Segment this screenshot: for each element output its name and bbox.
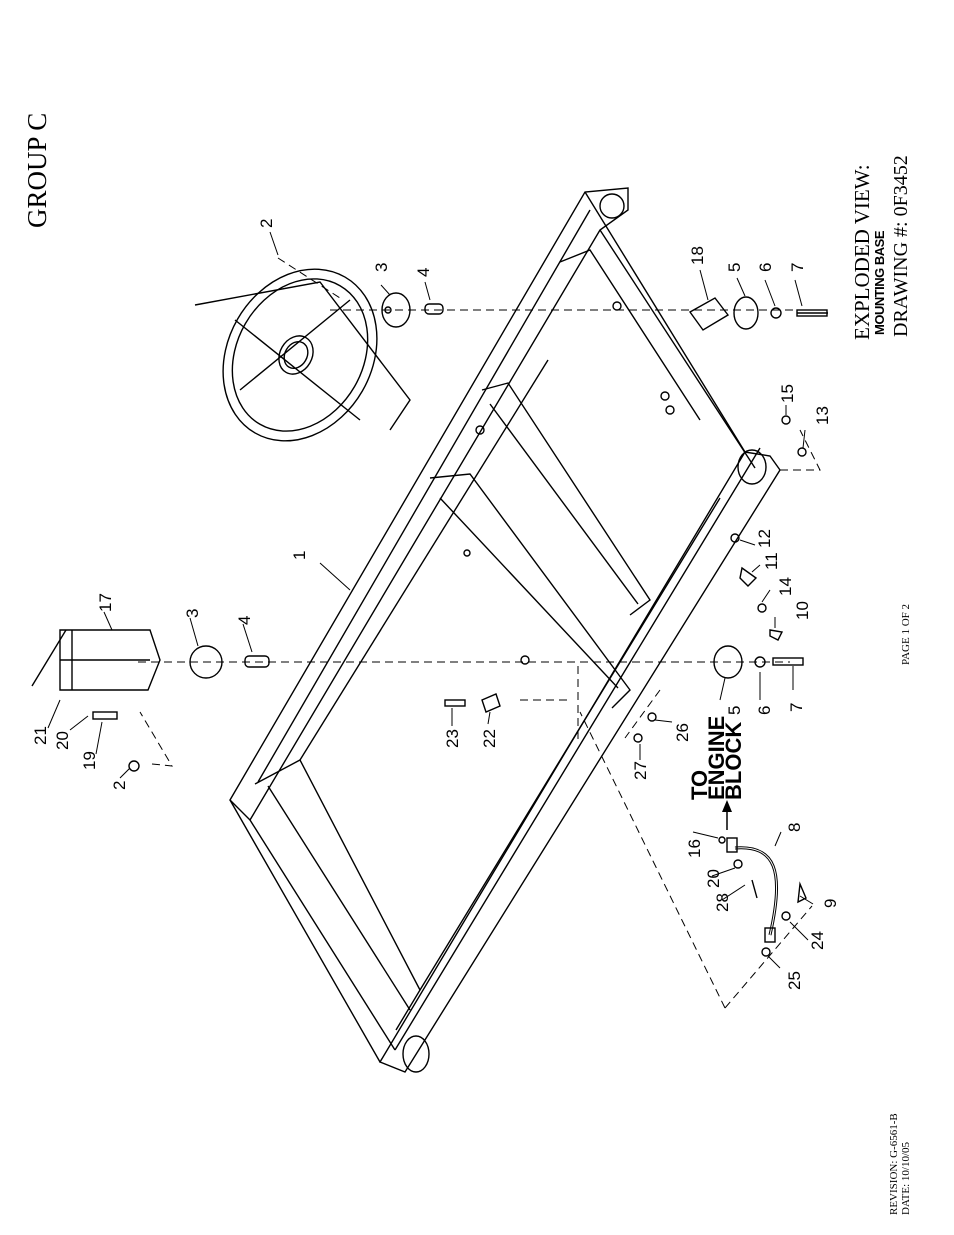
callout-7-right: 7 bbox=[788, 263, 807, 272]
callout-20-low: 20 bbox=[704, 869, 723, 888]
callout-16: 16 bbox=[685, 839, 704, 858]
small-hardware bbox=[444, 415, 807, 743]
flywheel-housing bbox=[194, 268, 411, 442]
callout-25: 25 bbox=[785, 971, 804, 990]
callout-9: 9 bbox=[821, 899, 840, 908]
callout-block: BLOCK bbox=[721, 722, 746, 800]
part-callouts: 1 2 3 4 18 5 6 7 15 13 12 11 14 10 17 3 … bbox=[31, 219, 840, 990]
bracket-17 bbox=[31, 629, 161, 772]
callout-to: TO bbox=[687, 770, 712, 800]
callout-8: 8 bbox=[785, 823, 804, 832]
callout-2-top: 2 bbox=[257, 219, 276, 228]
leader-lines bbox=[47, 231, 814, 969]
callout-2-left: 2 bbox=[110, 781, 129, 790]
callout-5-right: 5 bbox=[725, 263, 744, 272]
callout-engine: ENGINE bbox=[704, 716, 729, 800]
callout-7-mid: 7 bbox=[787, 703, 806, 712]
callout-6-mid: 6 bbox=[755, 706, 774, 715]
callout-4-left: 4 bbox=[235, 616, 254, 625]
mount-hardware bbox=[189, 292, 828, 679]
callout-23: 23 bbox=[443, 729, 462, 748]
callout-27: 27 bbox=[631, 761, 650, 780]
callout-5-mid: 5 bbox=[725, 706, 744, 715]
callout-17: 17 bbox=[96, 593, 115, 612]
callout-13: 13 bbox=[813, 406, 832, 425]
callout-26: 26 bbox=[673, 723, 692, 742]
hose-assembly bbox=[718, 836, 807, 957]
callout-11: 11 bbox=[762, 552, 781, 570]
callout-15: 15 bbox=[778, 384, 797, 403]
callout-3-left: 3 bbox=[183, 609, 202, 618]
to-engine-block-arrow bbox=[722, 800, 732, 830]
callout-12: 12 bbox=[755, 529, 774, 548]
callout-4-top: 4 bbox=[414, 268, 433, 277]
callout-18: 18 bbox=[688, 246, 707, 265]
mounting-base-frame bbox=[229, 187, 781, 1073]
callout-21: 21 bbox=[31, 726, 50, 745]
callout-22: 22 bbox=[480, 729, 499, 748]
callout-20-left: 20 bbox=[53, 731, 72, 750]
callout-28: 28 bbox=[713, 893, 732, 912]
callout-14: 14 bbox=[776, 577, 795, 596]
callout-6-right: 6 bbox=[756, 263, 775, 272]
callout-10: 10 bbox=[793, 601, 812, 620]
callout-24: 24 bbox=[808, 931, 827, 950]
callout-1: 1 bbox=[290, 551, 309, 560]
callout-19: 19 bbox=[80, 751, 99, 770]
callout-3-top: 3 bbox=[372, 263, 391, 272]
